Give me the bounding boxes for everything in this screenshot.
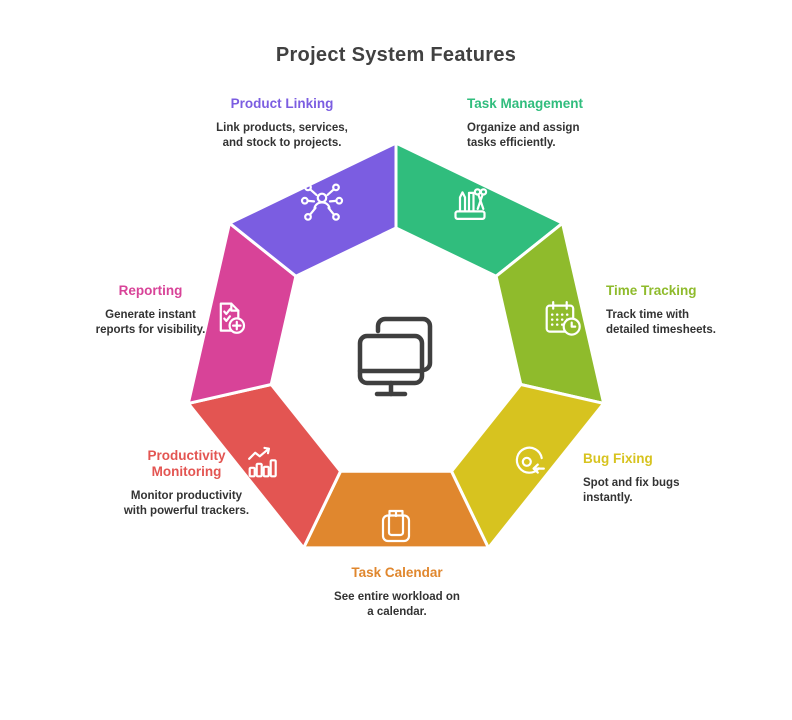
notepad-icon: [381, 509, 411, 543]
report-plus-icon: [219, 302, 246, 334]
time-tracking-block: Time Tracking Track time with detailed t…: [606, 283, 766, 338]
network-icon: [300, 183, 344, 221]
growth-chart-icon: [248, 446, 277, 478]
task-calendar-desc: See entire workload on a calendar.: [334, 590, 460, 618]
bug-fixing-block: Bug Fixing Spot and fix bugs instantly.: [583, 451, 733, 506]
task-management-label: Task Management: [467, 96, 584, 111]
reporting-label: Reporting: [118, 283, 183, 298]
bug-fixing-label: Bug Fixing: [583, 451, 653, 466]
productivity-monitoring-desc: Monitor productivity with powerful track…: [123, 489, 250, 517]
time-tracking-desc: Track time with detailed timesheets.: [606, 308, 716, 336]
task-calendar-block: Task Calendar See entire workload on a c…: [299, 565, 495, 620]
bug-fixing-desc: Spot and fix bugs instantly.: [583, 476, 680, 504]
rotate-arrow-icon: [515, 446, 545, 474]
productivity-monitoring-block: Productivity Monitoring Monitor producti…: [100, 448, 273, 519]
time-tracking-label: Time Tracking: [606, 283, 697, 298]
reporting-desc: Generate instant reports for visibility.: [95, 308, 206, 336]
device-screens-icon: [357, 316, 433, 397]
page-title: Project System Features: [275, 44, 517, 66]
product-linking-desc: Link products, services, and stock to pr…: [216, 121, 348, 149]
product-linking-block: Product Linking Link products, services,…: [192, 96, 372, 151]
productivity-monitoring-label: Productivity Monitoring: [147, 448, 226, 479]
reporting-block: Reporting Generate instant reports for v…: [88, 283, 213, 338]
task-calendar-label: Task Calendar: [351, 565, 443, 580]
organizer-icon: [454, 188, 488, 220]
product-linking-label: Product Linking: [230, 96, 334, 111]
task-management-desc: Organize and assign tasks efficiently.: [467, 121, 580, 149]
calendar-clock-icon: [545, 301, 581, 336]
task-management-block: Task Management Organize and assign task…: [467, 96, 642, 151]
